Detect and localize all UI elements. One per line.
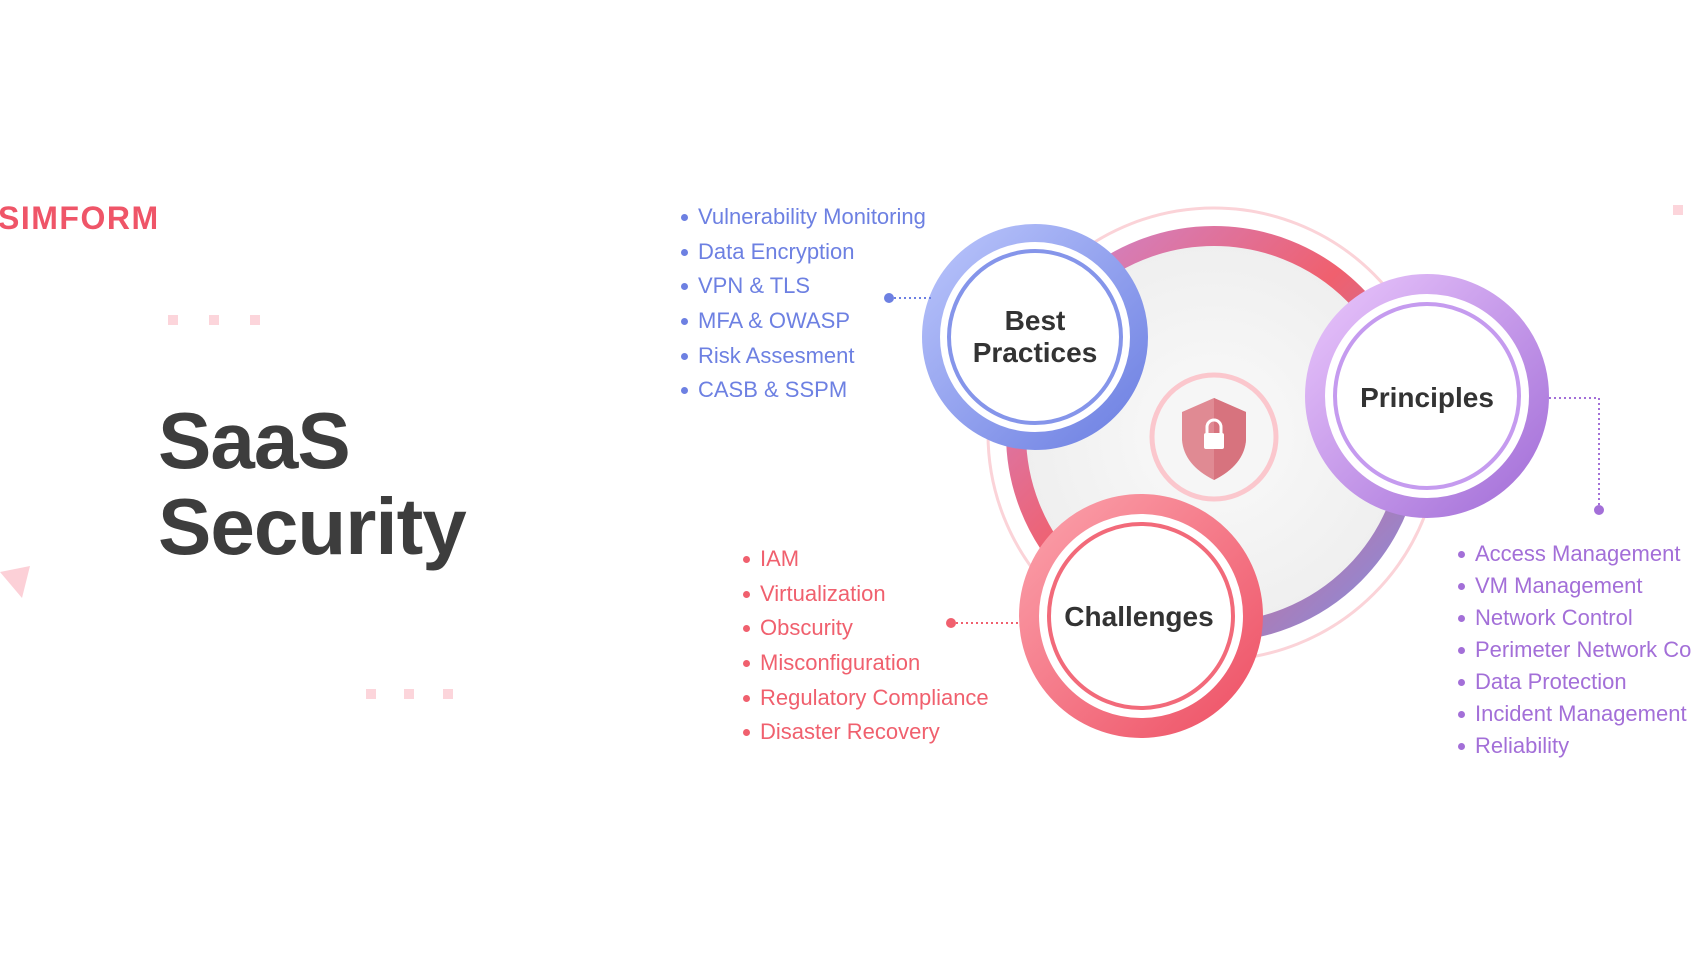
shield-lock-icon	[1182, 398, 1246, 480]
challenges-list: IAM Virtualization Obscurity Misconfigur…	[743, 546, 989, 754]
decor-square	[443, 689, 453, 699]
best-practices-node-graphic	[922, 224, 1148, 450]
list-item: VPN & TLS	[681, 273, 926, 308]
list-item: Data Protection	[1457, 669, 1691, 701]
list-item: Vulnerability Monitoring	[681, 204, 926, 239]
best-practices-connector	[884, 293, 934, 303]
decor-square	[209, 315, 219, 325]
best-practices-list: Vulnerability Monitoring Data Encryption…	[681, 204, 926, 412]
list-item: VM Management	[1457, 573, 1691, 605]
decor-square	[404, 689, 414, 699]
list-item: Obscurity	[743, 615, 989, 650]
decor-square	[1673, 205, 1683, 215]
list-item: Incident Management	[1457, 701, 1691, 733]
challenges-node-graphic	[1019, 494, 1263, 738]
list-item: Network Control	[1457, 605, 1691, 637]
list-item: IAM	[743, 546, 989, 581]
list-item: Regulatory Compliance	[743, 685, 989, 720]
list-item: Disaster Recovery	[743, 719, 989, 754]
title-line-2: Security	[158, 482, 467, 571]
decor-square	[366, 689, 376, 699]
page-title: SaaS Security	[158, 396, 467, 571]
title-line-1: SaaS	[158, 396, 351, 485]
principles-label: Principles	[1360, 382, 1494, 413]
list-item: CASB & SSPM	[681, 377, 926, 412]
list-item: Misconfiguration	[743, 650, 989, 685]
challenges-connector	[946, 618, 1021, 628]
principles-connector	[1549, 397, 1604, 515]
challenges-label: Challenges	[1064, 601, 1214, 632]
list-item: Risk Assesment	[681, 343, 926, 378]
list-item: Access Management	[1457, 541, 1691, 573]
decor-square	[250, 315, 260, 325]
best-practices-label: Best Practices	[973, 305, 1098, 369]
list-item: Perimeter Network Co	[1457, 637, 1691, 669]
best-practices-label-line1: Best	[1004, 305, 1066, 336]
list-item: Data Encryption	[681, 239, 926, 274]
principles-list: Access Management VM Management Network …	[1457, 541, 1691, 765]
list-item: Virtualization	[743, 581, 989, 616]
decor-square	[168, 315, 178, 325]
list-item: Reliability	[1457, 733, 1691, 765]
decor-triangle	[0, 566, 30, 598]
simform-logo: SIMFORM	[0, 200, 160, 236]
list-item: MFA & OWASP	[681, 308, 926, 343]
best-practices-label-line2: Practices	[972, 337, 1098, 368]
principles-node-graphic	[1305, 274, 1549, 518]
